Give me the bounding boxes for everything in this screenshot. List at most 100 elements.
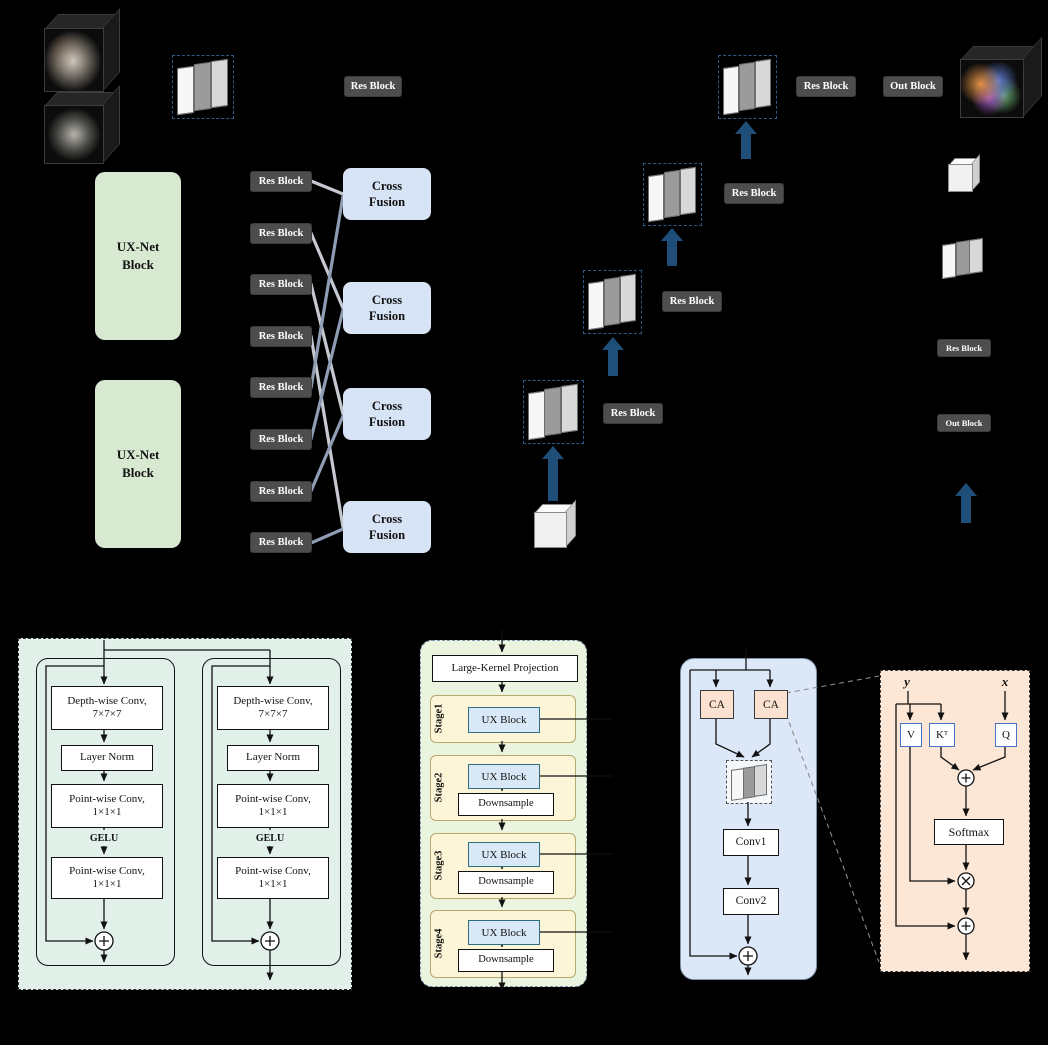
downsample-box: Downsample (458, 871, 554, 894)
res-block-badge: Res Block (251, 430, 311, 449)
feature-map-icon (730, 763, 768, 801)
query-box: Q (995, 723, 1017, 747)
cross-fusion-connections (309, 179, 345, 545)
slab-panel (210, 58, 228, 109)
slab-panel (679, 166, 696, 216)
res-block-badge: Res Block (663, 292, 721, 311)
decoder-feature-map (643, 163, 702, 226)
slab-panel (177, 65, 195, 115)
fused-feature-map (726, 760, 772, 804)
cube-face (960, 58, 1025, 118)
feature-map-icon (722, 58, 773, 115)
pointwise-conv-box: Point-wise Conv, 1×1×1 (51, 857, 163, 899)
slab-panel (941, 242, 957, 279)
cross-fusion-block: Cross Fusion (343, 282, 431, 334)
value-box: V (900, 723, 922, 747)
brain-volume-icon (44, 84, 120, 164)
res-block-badge: Res Block (345, 77, 401, 96)
cross-fusion-block: Cross Fusion (343, 168, 431, 220)
slab-panel (969, 237, 984, 274)
channel-attention-box: CA (700, 690, 734, 719)
input-y-label: y (904, 674, 910, 689)
stage-label: Stage4 (433, 928, 445, 958)
cross-fusion-block: Cross Fusion (343, 501, 431, 553)
gelu-label: GELU (79, 830, 129, 846)
slab-panel (193, 62, 211, 112)
ux-block-box: UX Block (468, 842, 540, 867)
slab-panel (588, 280, 605, 330)
res-block-badge: Res Block (604, 404, 662, 423)
input-x-label: x (1001, 674, 1009, 689)
slab-panel (738, 62, 756, 112)
res-block-badge: Res Block (725, 184, 783, 203)
slab-panel (754, 58, 771, 109)
downsample-box: Downsample (458, 793, 554, 816)
large-kernel-projection-box: Large-Kernel Projection (432, 655, 578, 682)
res-block-badge: Res Block (797, 77, 855, 96)
legend-feature-map-icon (941, 237, 985, 279)
slab-panel (754, 763, 767, 797)
slab-panel (603, 277, 621, 327)
res-block-badge: Res Block (251, 172, 311, 191)
slab-panel (723, 65, 740, 115)
stage-label: Stage1 (433, 703, 445, 733)
slab-panel (619, 273, 636, 324)
softmax-box: Softmax (934, 819, 1004, 845)
res-block-badge: Res Block (251, 482, 311, 501)
decoder-feature-map (523, 380, 584, 444)
bottleneck-cube-icon (534, 499, 576, 548)
res-block-badge: Res Block (251, 224, 311, 243)
cross-fusion-block: Cross Fusion (343, 388, 431, 440)
ux-block-box: UX Block (468, 707, 540, 733)
res-block-badge: Res Block (251, 378, 311, 397)
legend-res-block-badge: Res Block (938, 340, 990, 356)
stage-label: Stage3 (433, 850, 445, 880)
feature-map-icon (527, 383, 580, 440)
downsample-box: Downsample (458, 949, 554, 972)
conv2-box: Conv2 (723, 888, 779, 915)
ux-block-box: UX Block (468, 920, 540, 945)
legend-out-block-badge: Out Block (938, 415, 990, 431)
slab-panel (560, 383, 578, 434)
out-block-badge: Out Block (884, 77, 942, 96)
feature-map-icon (647, 166, 698, 222)
ux-net-branch-container (36, 658, 175, 966)
conv1-box: Conv1 (723, 829, 779, 856)
cube-face (948, 163, 974, 192)
channel-attention-box: CA (754, 690, 788, 719)
ux-net-block: UX-Net Block (95, 380, 181, 548)
cube-face (44, 27, 104, 92)
stage-label: Stage2 (433, 772, 445, 802)
slab-panel (544, 387, 562, 437)
pointwise-conv-box: Point-wise Conv, 1×1×1 (217, 857, 329, 899)
depthwise-conv-box: Depth-wise Conv, 7×7×7 (51, 686, 163, 730)
decoder-feature-map (718, 55, 777, 119)
cube-face (44, 104, 104, 164)
pointwise-conv-box: Point-wise Conv, 1×1×1 (51, 784, 163, 828)
key-transpose-box: Kᵀ (929, 723, 955, 747)
layer-norm-box: Layer Norm (61, 745, 153, 771)
ux-net-branch-container (202, 658, 341, 966)
feature-map-icon (587, 273, 638, 330)
slab-panel (663, 170, 681, 219)
slab-panel (528, 390, 545, 440)
segmentation-volume-icon (960, 36, 1042, 118)
legend-up-arrow-icon (955, 483, 977, 523)
ux-block-box: UX Block (468, 764, 540, 789)
legend-cube-icon (948, 154, 981, 192)
slab-panel (730, 768, 744, 801)
cube-face (534, 511, 568, 548)
res-block-badge: Res Block (251, 275, 311, 294)
ux-net-block: UX-Net Block (95, 172, 181, 340)
res-block-badge: Res Block (251, 327, 311, 346)
feature-map-icon (176, 58, 230, 115)
gelu-label: GELU (245, 830, 295, 846)
slab-panel (955, 240, 970, 277)
res-block-badge: Res Block (251, 533, 311, 552)
slab-panel (648, 173, 665, 222)
decoder-feature-map (583, 270, 642, 334)
brain-volume-icon (44, 7, 120, 92)
input-feature-map (172, 55, 234, 119)
depthwise-conv-box: Depth-wise Conv, 7×7×7 (217, 686, 329, 730)
